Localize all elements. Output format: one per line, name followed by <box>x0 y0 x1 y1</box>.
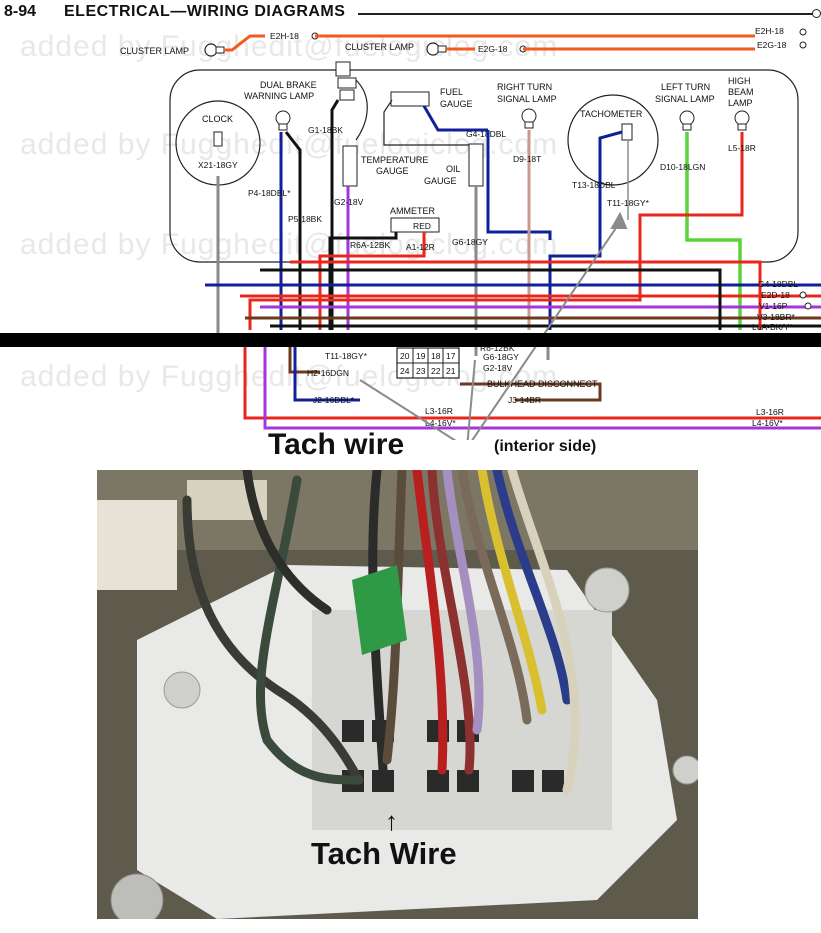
cluster-lamp-2: CLUSTER LAMP <box>345 42 447 56</box>
wire-g1: G1-18BK <box>308 125 343 135</box>
wire-e2g-top: E2G-18 <box>478 44 508 54</box>
tachometer-label: TACHOMETER <box>580 109 643 119</box>
fuel-label-2: GAUGE <box>440 99 473 109</box>
connector-pin-19: 19 <box>416 351 426 361</box>
connector-pin-23: 23 <box>416 366 426 376</box>
wire-t13: T13-18DBL <box>572 180 616 190</box>
left-turn-label-2: SIGNAL LAMP <box>655 94 715 104</box>
left-turn-label-1: LEFT TURN <box>661 82 710 92</box>
page-number: 8-94 <box>4 3 37 20</box>
wire-l3: L3-16R <box>425 406 453 416</box>
photo-tach-wire-caption: Tach Wire <box>311 836 457 871</box>
cluster-lamp-1-label: CLUSTER LAMP <box>120 46 189 56</box>
right-turn-label-1: RIGHT TURN <box>497 82 552 92</box>
wire-l3-right: L3-16R <box>756 407 784 417</box>
connector-pin-18: 18 <box>431 351 441 361</box>
cluster-lamp-2-label: CLUSTER LAMP <box>345 42 414 52</box>
dual-brake-label-2: WARNING LAMP <box>244 91 314 101</box>
wire-j2: J2-16DBL* <box>313 395 355 405</box>
wire-v1-right: V1-16P <box>759 301 788 311</box>
wire-d10: D10-18LGN <box>660 162 705 172</box>
oil-gauge: OIL GAUGE <box>424 143 484 187</box>
high-beam-label-2: BEAM <box>728 87 754 97</box>
wire-g6-conn: G6-18GY <box>483 352 519 362</box>
page-title: ELECTRICAL—WIRING DIAGRAMS <box>64 3 346 20</box>
wire-l6a-right: L6A-BK/Y* <box>752 322 793 332</box>
wire-a1: A1-12R <box>406 242 435 252</box>
ammeter-red-label: RED <box>413 221 431 231</box>
oil-label-2: GAUGE <box>424 176 457 186</box>
scan-seam-band <box>0 333 821 347</box>
right-turn-lamp: RIGHT TURN SIGNAL LAMP <box>497 82 557 129</box>
wire-d9: D9-18T <box>513 154 541 164</box>
cluster-lamp-socket <box>335 61 357 101</box>
dual-brake-lamp: DUAL BRAKE WARNING LAMP <box>244 80 317 131</box>
connector-pin-22: 22 <box>431 366 441 376</box>
wire-e2h-right: E2H-18 <box>755 26 784 36</box>
wire-j3: J3-14BR <box>508 395 541 405</box>
clock-wire-label: X21-18GY <box>198 160 238 170</box>
wire-partial: R6-12BK <box>480 343 515 353</box>
wire-r6a: R6A-12BK <box>350 240 390 250</box>
connector-pin-24: 24 <box>400 366 410 376</box>
left-turn-lamp: LEFT TURN SIGNAL LAMP <box>655 82 715 131</box>
clock-label: CLOCK <box>202 114 233 124</box>
wire-g6: G6-18GY <box>452 237 488 247</box>
wire-g4-right: G4-18DBL <box>758 279 798 289</box>
high-beam-label-3: LAMP <box>728 98 753 108</box>
wire-p4: P4-18DBL* <box>248 188 291 198</box>
wire-p5: P5-18BK <box>288 214 322 224</box>
bulkhead-connector: 20 19 18 17 24 23 22 21 BULKHEAD DISCONN… <box>396 347 598 389</box>
fuel-gauge: FUEL GAUGE <box>390 87 473 109</box>
wire-e2h-top: E2H-18 <box>270 31 299 41</box>
cluster-lamp-1: CLUSTER LAMP <box>120 43 225 57</box>
bulkhead-label: BULKHEAD DISCONNECT <box>487 379 598 389</box>
connector-pin-21: 21 <box>446 366 456 376</box>
temperature-label-1: TEMPERATURE <box>361 155 428 165</box>
wire-l5: L5-18R <box>728 143 756 153</box>
wire-t11-conn: T11-18GY* <box>325 351 368 361</box>
connector-pin-17: 17 <box>446 351 456 361</box>
right-turn-label-2: SIGNAL LAMP <box>497 94 557 104</box>
dual-brake-label-1: DUAL BRAKE <box>260 80 317 90</box>
wire-g4: G4-18DBL <box>466 129 506 139</box>
ammeter: AMMETER RED <box>390 206 440 233</box>
page-header: 8-94 ELECTRICAL—WIRING DIAGRAMS <box>0 0 821 26</box>
fuel-label-1: FUEL <box>440 87 463 97</box>
wire-l4: L4-16V* <box>425 418 456 428</box>
wiring-diagram: CLUSTER LAMP E2H-18 CLUSTER LAMP E2G-18 … <box>120 26 821 440</box>
wire-e2d-right: E2D-18 <box>761 290 790 300</box>
clock-gauge: CLOCK X21-18GY <box>175 100 261 186</box>
wire-h2: H2-16DGN <box>307 368 349 378</box>
tachometer-gauge: TACHOMETER <box>567 94 659 186</box>
interior-side-caption: (interior side) <box>494 438 597 455</box>
high-beam-label-1: HIGH <box>728 76 751 86</box>
wire-v3-right: V3-18BR* <box>757 312 795 322</box>
tach-wire-caption: Tach wire <box>268 428 405 461</box>
wire-e2g-right: E2G-18 <box>757 40 787 50</box>
wire-g2-conn: G2-18V <box>483 363 513 373</box>
wire-t11-inner: T11-18GY* <box>607 198 650 208</box>
high-beam-lamp: HIGH BEAM LAMP <box>728 76 754 131</box>
watermark: added by Fugghedit@fuelogiclog.com <box>20 228 559 261</box>
temperature-label-2: GAUGE <box>376 166 409 176</box>
bulkhead-photo <box>97 470 698 919</box>
oil-label-1: OIL <box>446 164 461 174</box>
ammeter-label: AMMETER <box>390 206 436 216</box>
wire-g2-inner: G2-18V <box>334 197 364 207</box>
bulkhead-photo-drawing <box>97 470 698 919</box>
connector-pin-20: 20 <box>400 351 410 361</box>
wire-l4-right: L4-16V* <box>752 418 783 428</box>
temperature-gauge: TEMPERATURE GAUGE <box>342 145 428 187</box>
photo-arrow-icon: ↑ <box>385 806 398 836</box>
